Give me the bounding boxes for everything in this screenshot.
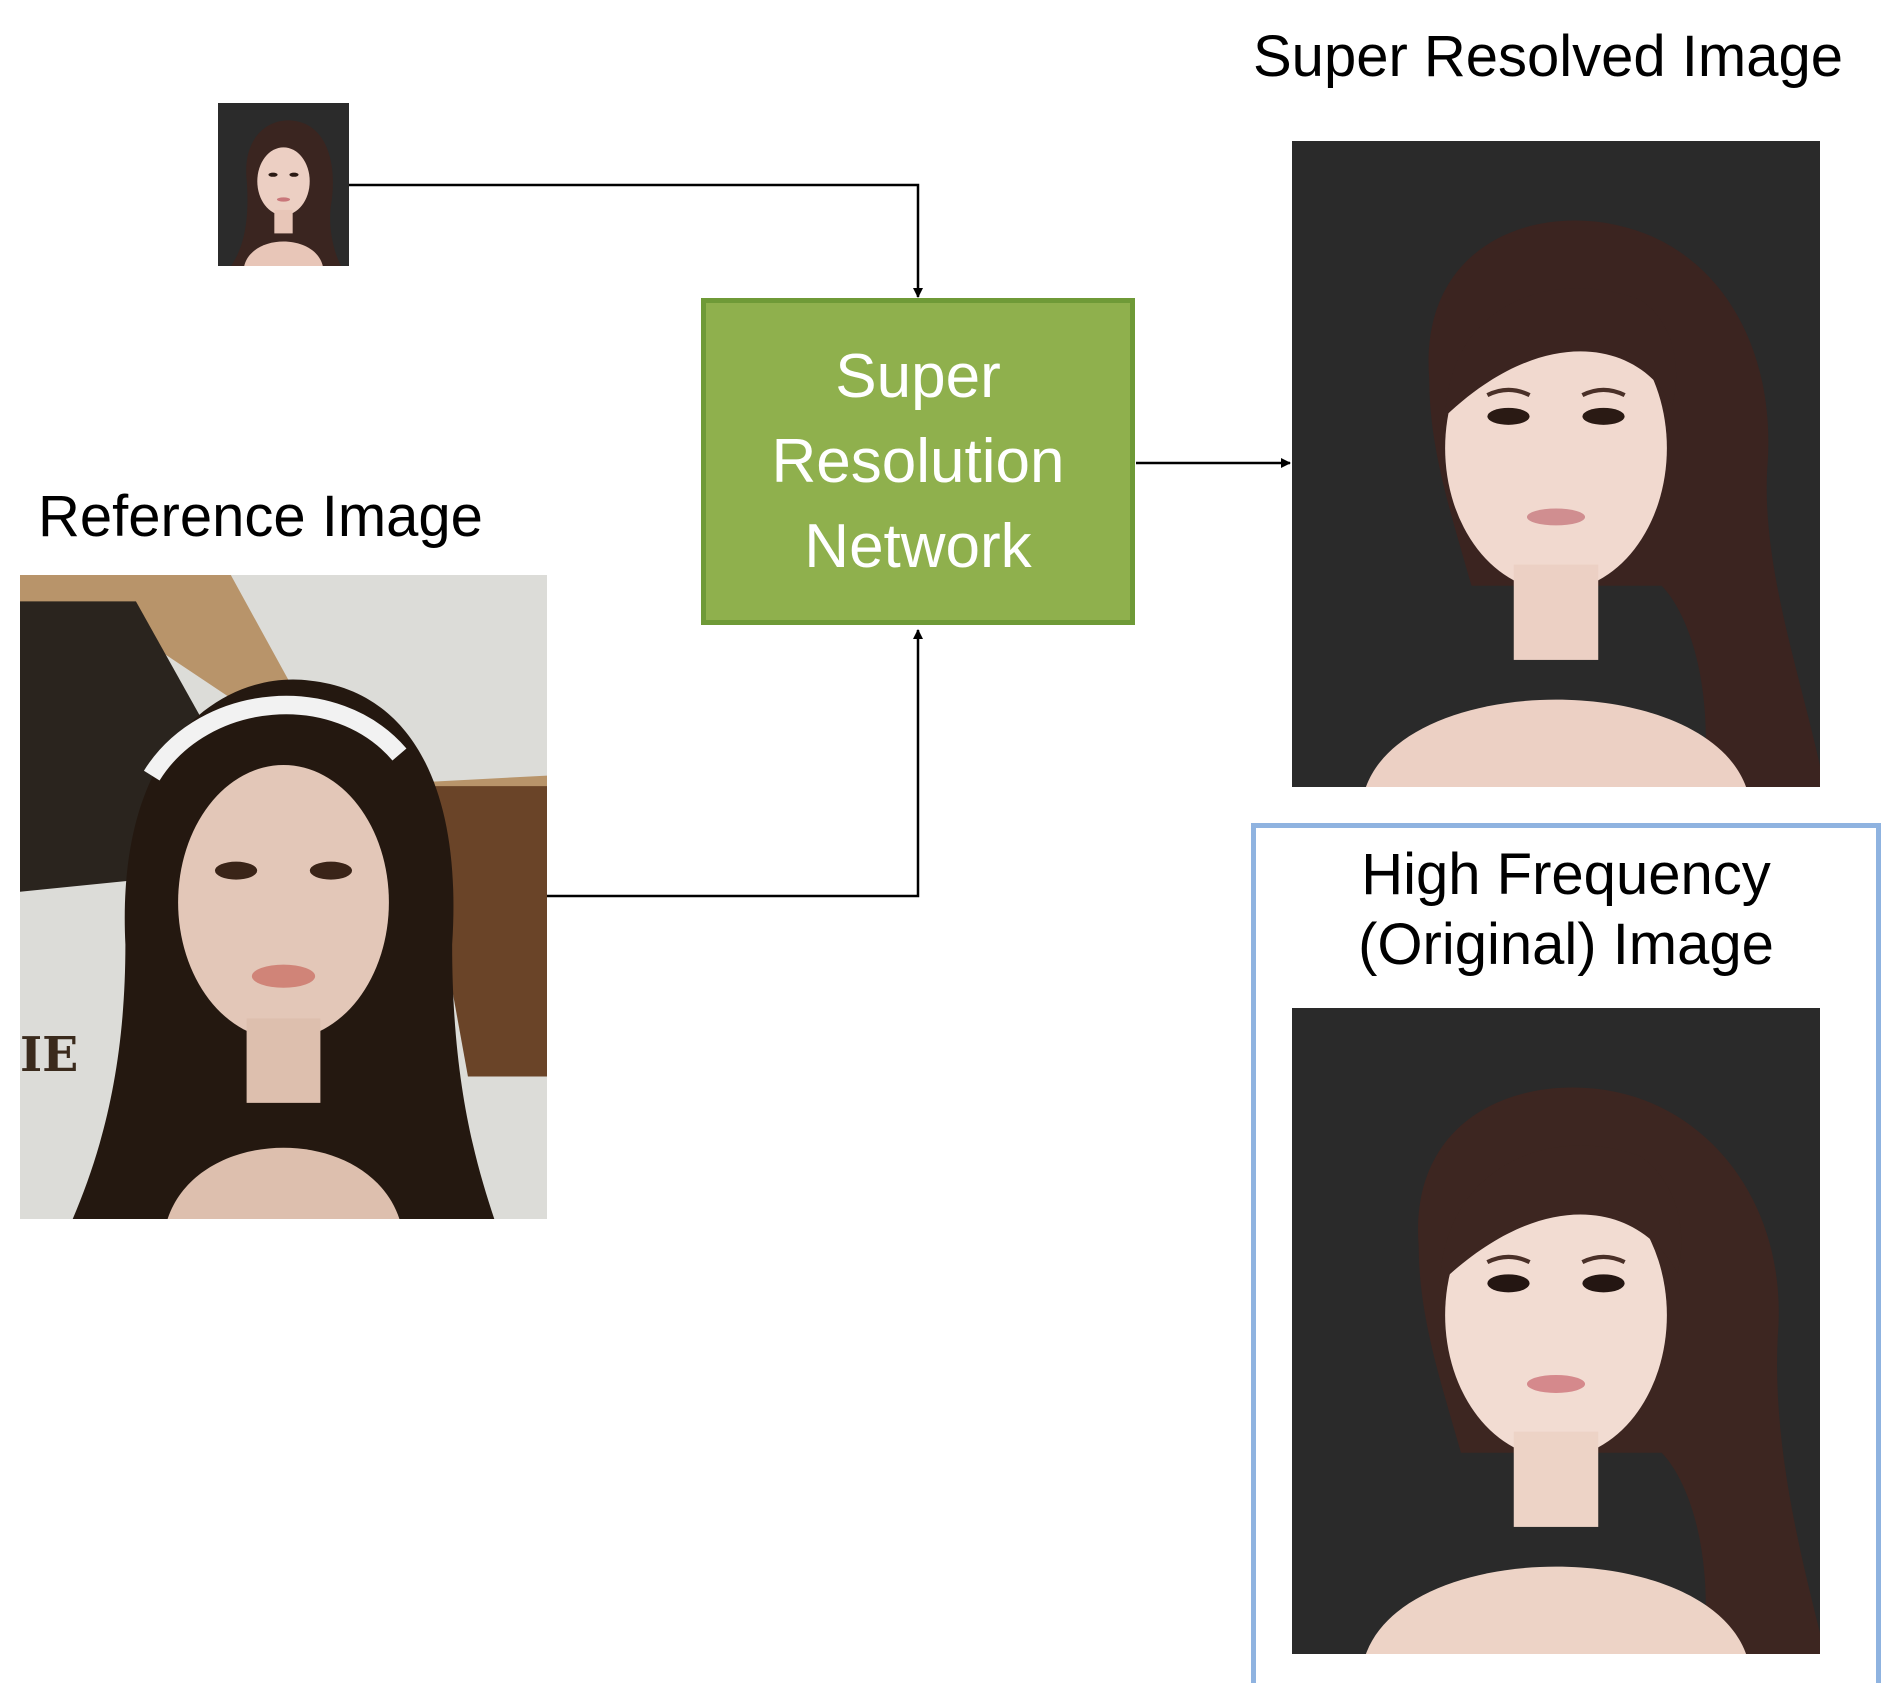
high-frequency-frame — [1251, 823, 1881, 1683]
low-res-input-image — [218, 103, 349, 266]
svg-text:IE: IE — [20, 1027, 78, 1083]
network-label-line3: Network — [804, 512, 1032, 581]
network-label-line1: Super — [835, 342, 1001, 411]
super-resolved-image — [1292, 141, 1820, 787]
high-frequency-title-line2: (Original) Image — [1358, 911, 1774, 977]
reference-image-title: Reference Image — [38, 484, 483, 549]
arrow-input-to-network — [349, 183, 923, 298]
high-frequency-title-line1: High Frequency — [1361, 842, 1771, 907]
arrow-reference-to-network — [547, 629, 923, 898]
network-label-line2: Resolution — [771, 427, 1065, 496]
super-resolved-title: Super Resolved Image — [1253, 24, 1843, 89]
reference-image: IE — [20, 575, 547, 1219]
original-image — [1292, 1008, 1820, 1654]
super-resolution-network-box: Super Resolution Network — [701, 298, 1135, 625]
high-frequency-title: High Frequency (Original) Image — [1256, 840, 1876, 979]
